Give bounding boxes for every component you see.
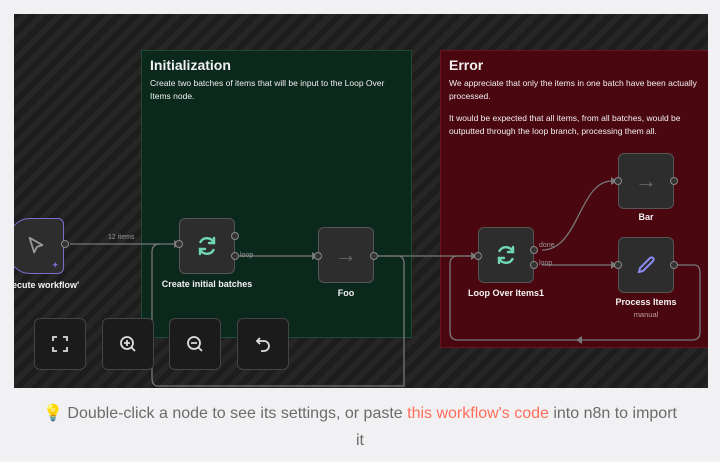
sticky-title: Initialization bbox=[150, 57, 231, 73]
sticky-note-initialization[interactable]: Initialization Create two batches of ite… bbox=[141, 50, 412, 338]
output-port-loop[interactable] bbox=[530, 261, 538, 269]
fullscreen-icon bbox=[52, 336, 68, 352]
input-port[interactable] bbox=[614, 177, 622, 185]
port-label: loop bbox=[240, 252, 254, 259]
cursor-icon bbox=[28, 236, 44, 254]
reset-zoom-button[interactable] bbox=[237, 318, 289, 370]
output-port[interactable] bbox=[370, 252, 378, 260]
output-port-loop[interactable] bbox=[231, 252, 239, 260]
caption-text: Double-click a node to see its settings,… bbox=[67, 405, 408, 422]
caption: 💡 Double-click a node to see its setting… bbox=[0, 400, 720, 454]
arrow-right-icon: → bbox=[335, 242, 357, 267]
zoom-in-button[interactable] bbox=[102, 318, 154, 370]
input-port[interactable] bbox=[175, 240, 183, 248]
loop-icon bbox=[198, 236, 216, 256]
input-port[interactable] bbox=[474, 252, 482, 260]
pin-icon: ✦ bbox=[51, 260, 59, 270]
node-foo[interactable]: → bbox=[318, 227, 374, 283]
node-sublabel: manual bbox=[633, 310, 659, 319]
node-process-items[interactable] bbox=[618, 237, 674, 293]
zoom-out-button[interactable] bbox=[169, 318, 221, 370]
edge-foo-back bbox=[151, 243, 405, 387]
sticky-text: We appreciate that only the items in one… bbox=[449, 78, 697, 101]
node-create-initial-batches[interactable] bbox=[179, 218, 235, 274]
sticky-text: Create two batches of items that will be… bbox=[150, 78, 385, 101]
node-label: Create initial batches bbox=[161, 279, 253, 289]
node-label: Bar bbox=[638, 212, 654, 222]
edge-label: 12 items bbox=[108, 234, 135, 241]
zoom-in-icon bbox=[120, 336, 136, 352]
node-label: Loop Over Items1 bbox=[467, 288, 545, 298]
pencil-icon bbox=[637, 256, 655, 274]
node-label: Process Items bbox=[615, 297, 677, 307]
node-trigger[interactable]: ✦ bbox=[14, 218, 64, 274]
edge-loop-done-bar bbox=[541, 180, 613, 251]
caption-text: into n8n to import it bbox=[356, 405, 677, 449]
sticky-title: Error bbox=[449, 57, 484, 73]
output-port[interactable] bbox=[670, 261, 678, 269]
port-label: done bbox=[539, 242, 555, 249]
output-port-done[interactable] bbox=[231, 232, 239, 240]
sticky-text: It would be expected that all items, fro… bbox=[449, 113, 681, 136]
node-bar[interactable]: → bbox=[618, 153, 674, 209]
node-label: clicking 'Execute workflow' bbox=[14, 280, 80, 290]
input-port[interactable] bbox=[314, 252, 322, 260]
output-port[interactable] bbox=[670, 177, 678, 185]
workflow-code-link[interactable]: this workflow's code bbox=[407, 405, 549, 422]
undo-icon bbox=[255, 337, 270, 352]
connections bbox=[70, 177, 701, 387]
output-port-done[interactable] bbox=[530, 246, 538, 254]
port-label: loop bbox=[539, 260, 553, 267]
lightbulb-icon: 💡 bbox=[43, 405, 63, 422]
output-port[interactable] bbox=[61, 240, 69, 248]
loop-icon bbox=[497, 245, 515, 265]
node-loop-over-items[interactable] bbox=[478, 227, 534, 283]
input-port[interactable] bbox=[614, 261, 622, 269]
arrow-right-icon: → bbox=[635, 168, 657, 193]
fit-view-button[interactable] bbox=[34, 318, 86, 370]
zoom-out-icon bbox=[187, 336, 203, 352]
node-label: Foo bbox=[337, 288, 355, 298]
edge-process-back bbox=[449, 255, 701, 341]
workflow-canvas[interactable]: Initialization Create two batches of ite… bbox=[14, 14, 708, 388]
